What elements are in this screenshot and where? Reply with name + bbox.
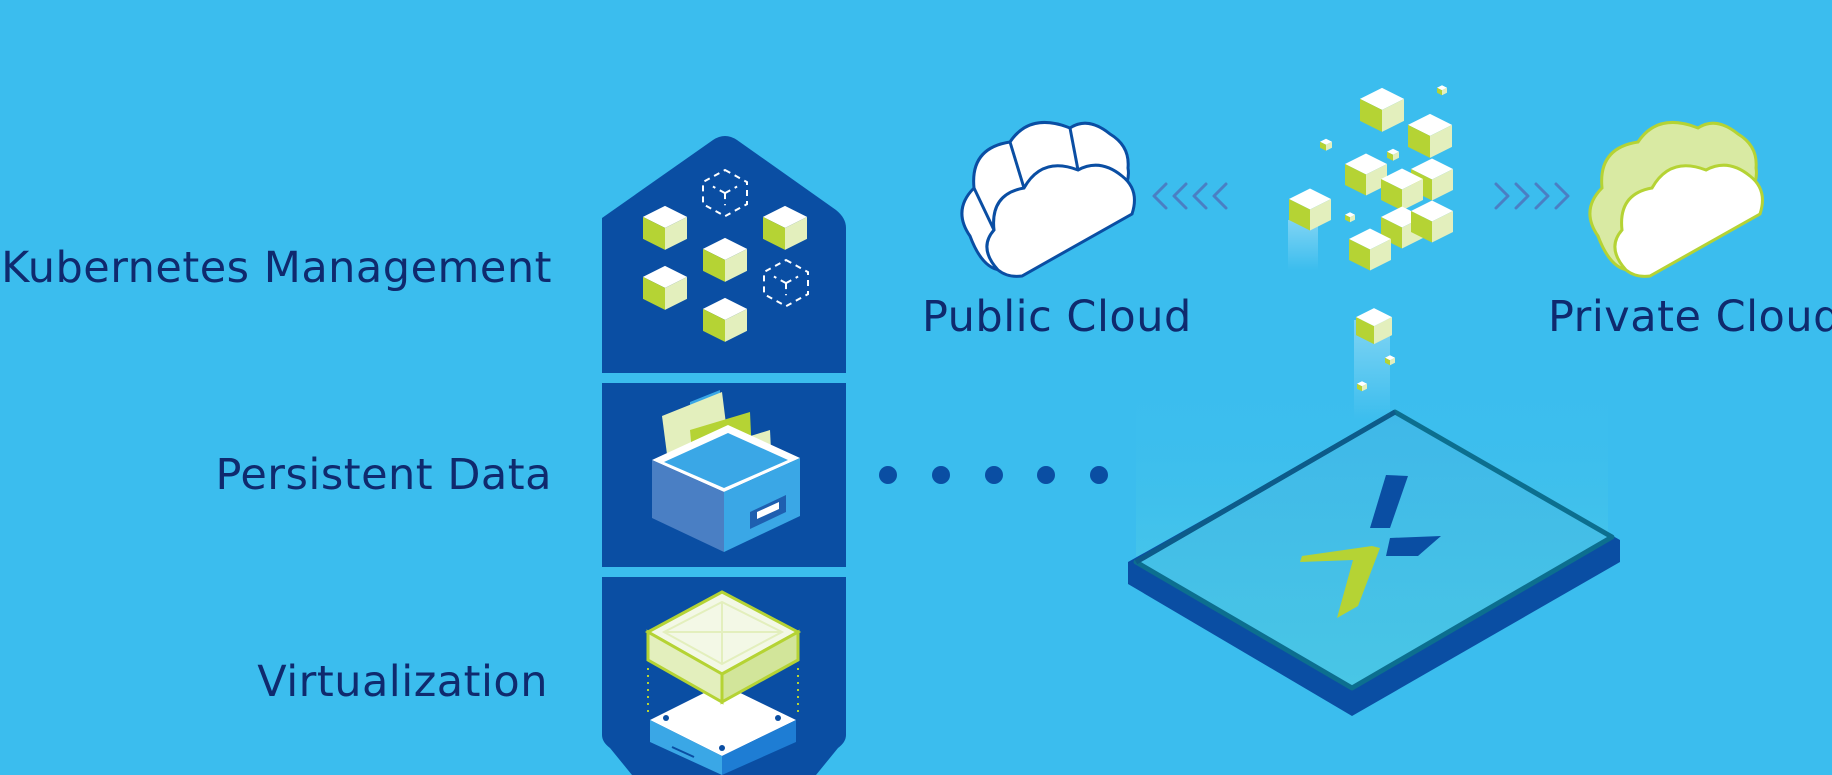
connector-dot: [932, 466, 950, 484]
cube-icon: [1387, 148, 1399, 161]
label-private-cloud: Private Cloud: [1548, 292, 1832, 342]
cube-icon: [1345, 212, 1355, 223]
label-public-cloud: Public Cloud: [922, 292, 1192, 342]
connector-dot: [1090, 466, 1108, 484]
virtual-layer-icon: [644, 590, 802, 775]
arrows-right-icon: [1494, 182, 1570, 210]
x-logo-icon: [1300, 475, 1441, 618]
connector-dot: [879, 466, 897, 484]
cube-icon: [1411, 200, 1453, 243]
cube-icon: [1437, 85, 1447, 96]
cube-icon: [1345, 153, 1387, 196]
cube-icon: [1289, 188, 1331, 231]
cube-icon: [1357, 381, 1367, 392]
cube-icon: [703, 297, 747, 342]
platform-slab-icon: [1128, 368, 1620, 716]
label-persistent-data: Persistent Data: [215, 450, 552, 500]
cube-icon: [1408, 113, 1452, 158]
file-box-icon: [652, 390, 800, 552]
cube-icon: [643, 265, 687, 310]
cube-icon: [1381, 168, 1423, 211]
cube-icon: [1320, 138, 1332, 151]
cloud-icon: [960, 120, 1764, 278]
container-cubes-icon: [643, 168, 809, 342]
cube-icon: [1356, 308, 1392, 345]
cube-icon: [1349, 228, 1391, 271]
cube-icon: [703, 237, 747, 282]
connector-dot: [1037, 466, 1055, 484]
cube-icon: [1385, 355, 1395, 366]
label-kubernetes-management: Kubernetes Management: [1, 243, 552, 293]
cube-cluster-icon: [1289, 85, 1453, 392]
label-virtualization: Virtualization: [257, 657, 548, 707]
cube-icon: [643, 205, 687, 250]
cube-icon: [1360, 87, 1404, 132]
connector-dots: [879, 466, 1108, 484]
cube-icon: [763, 205, 807, 250]
arrows-left-icon: [1152, 182, 1228, 210]
connector-dot: [985, 466, 1003, 484]
